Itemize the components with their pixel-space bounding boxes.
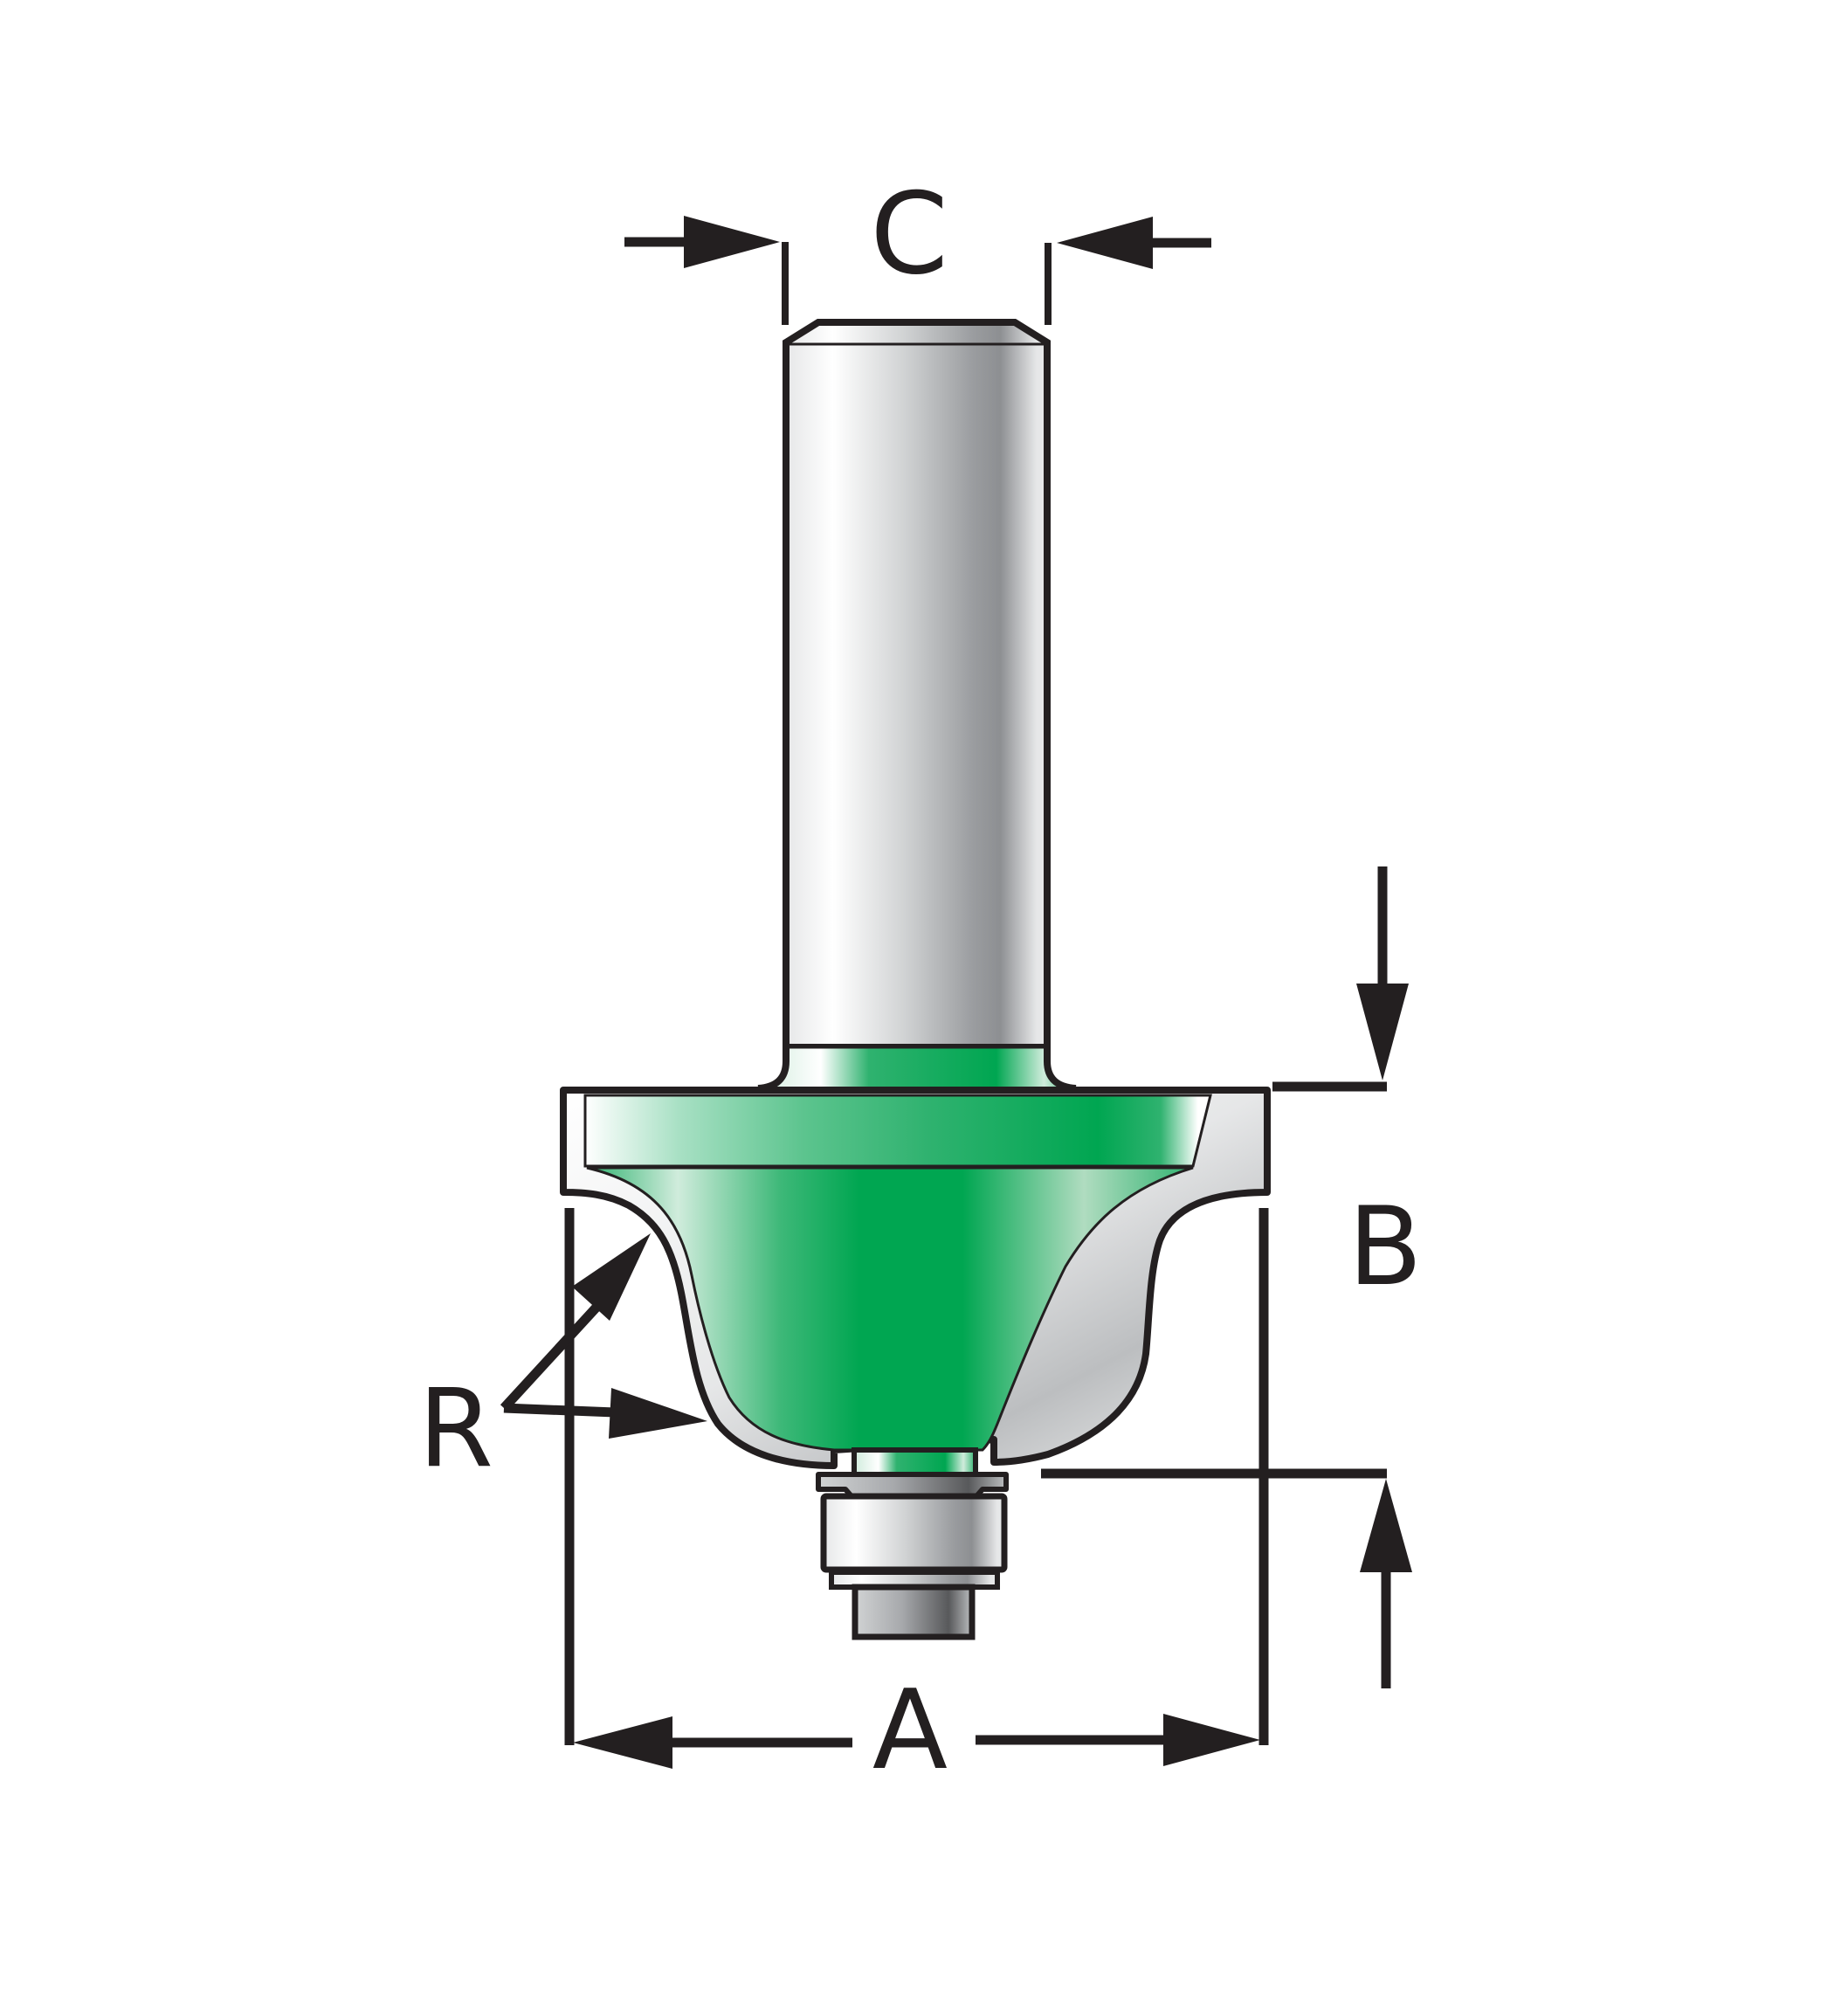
c-arrow-left-head-icon bbox=[684, 216, 780, 268]
top-washer bbox=[816, 1472, 1009, 1499]
flange-bar bbox=[583, 1094, 1212, 1168]
dimension-c: C bbox=[624, 169, 1211, 325]
b-arrow-up-head-icon bbox=[1360, 1479, 1412, 1572]
dimension-a: A bbox=[564, 1208, 1269, 1794]
dimension-r: R bbox=[418, 1233, 707, 1492]
label-c: C bbox=[870, 169, 948, 300]
shank bbox=[783, 319, 1051, 1051]
cutter-green-cone bbox=[586, 1166, 1194, 1452]
c-arrow-right-head-icon bbox=[1057, 217, 1153, 269]
bearing bbox=[820, 1493, 1008, 1573]
neck bbox=[757, 1047, 1076, 1090]
shank-body bbox=[783, 319, 1051, 1051]
a-arrow-right-head-icon bbox=[1163, 1714, 1260, 1766]
label-b: B bbox=[1348, 1184, 1422, 1310]
label-r: R bbox=[418, 1366, 493, 1492]
label-a: A bbox=[872, 1666, 948, 1794]
dimension-b: B bbox=[1041, 866, 1423, 1688]
r-arrow-upper-head-icon bbox=[572, 1233, 651, 1321]
b-arrow-down-head-icon bbox=[1356, 984, 1409, 1080]
r-leader-upper bbox=[500, 1287, 616, 1412]
lower-neck bbox=[852, 1447, 978, 1477]
bearing-assembly bbox=[816, 1447, 1009, 1640]
bearing-screw bbox=[852, 1584, 976, 1640]
r-arrow-lower-head-icon bbox=[609, 1388, 707, 1439]
a-arrow-left-head-icon bbox=[573, 1716, 672, 1769]
